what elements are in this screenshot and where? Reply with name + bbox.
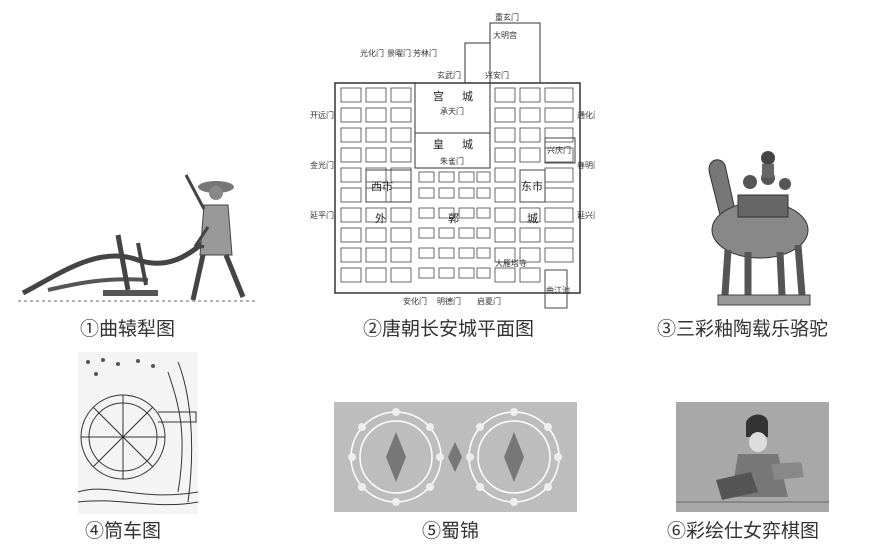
gate-kaiyuan: 开远门	[310, 110, 334, 120]
gate-qixia: 启夏门	[477, 296, 501, 306]
gate-xingan: 兴安门	[485, 70, 509, 80]
gate-xingqing: 兴庆门	[547, 145, 571, 155]
caption-changan-plan: ②唐朝长安城平面图	[363, 318, 535, 340]
gate-tonghua: 通化门	[577, 110, 595, 120]
caption-sancai-camel: ③三彩釉陶载乐骆驼	[657, 318, 829, 340]
gate-jinguang: 金光门	[310, 160, 334, 170]
caption-weiqi-painting: ⑥彩绘仕女弈棋图	[667, 520, 820, 542]
noria-waterwheel-illustration	[78, 352, 198, 514]
area-guo: 郭	[448, 212, 459, 225]
caption-noria: ④筒车图	[85, 520, 162, 542]
ladies-playing-weiqi-painting	[676, 402, 829, 512]
area-dongshi: 东市	[521, 179, 543, 193]
gate-fanglin: 芳林门	[413, 48, 437, 58]
gate-zhuque: 朱雀门	[440, 156, 464, 166]
gate-chengtian: 承天门	[440, 106, 464, 116]
caption-curved-plough: ①曲辕犁图	[80, 318, 176, 340]
area-gong: 宫	[433, 89, 444, 103]
sancai-camel-figurine	[708, 151, 811, 306]
gate-yanxing: 延兴门	[577, 210, 595, 220]
gate-guanghua: 光化门	[360, 48, 384, 58]
gate-yanping: 延平门	[310, 210, 334, 220]
gate-mingde: 明德门	[437, 296, 461, 306]
area-quyuan: 曲江池	[546, 285, 570, 295]
area-xishi: 西市	[371, 179, 393, 193]
area-cheng-3: 城	[527, 212, 538, 225]
curved-plough-illustration	[18, 174, 258, 302]
area-huang: 皇	[433, 137, 444, 151]
area-wai: 外	[375, 212, 386, 225]
area-dayanta: 大雁塔寺	[495, 258, 527, 268]
caption-shu-brocade: ⑤蜀锦	[422, 520, 480, 542]
gate-chunming: 春明门	[577, 160, 595, 170]
area-cheng-2: 城	[462, 138, 473, 151]
gate-anhua: 安化门	[403, 296, 427, 306]
gate-daminggong: 大明宫	[493, 30, 517, 40]
gate-chongxuan: 重玄门	[495, 12, 519, 22]
changan-city-plan: 重玄门 大明宫 光化门 景曜门 芳林门 玄武门 兴安门 开远门 金光门 延平门 …	[310, 12, 595, 309]
gate-xuanwu: 玄武门	[437, 70, 461, 80]
area-cheng-1: 城	[462, 90, 473, 103]
shu-brocade-pattern	[334, 402, 577, 512]
gate-jingyao: 景曜门	[387, 48, 411, 58]
